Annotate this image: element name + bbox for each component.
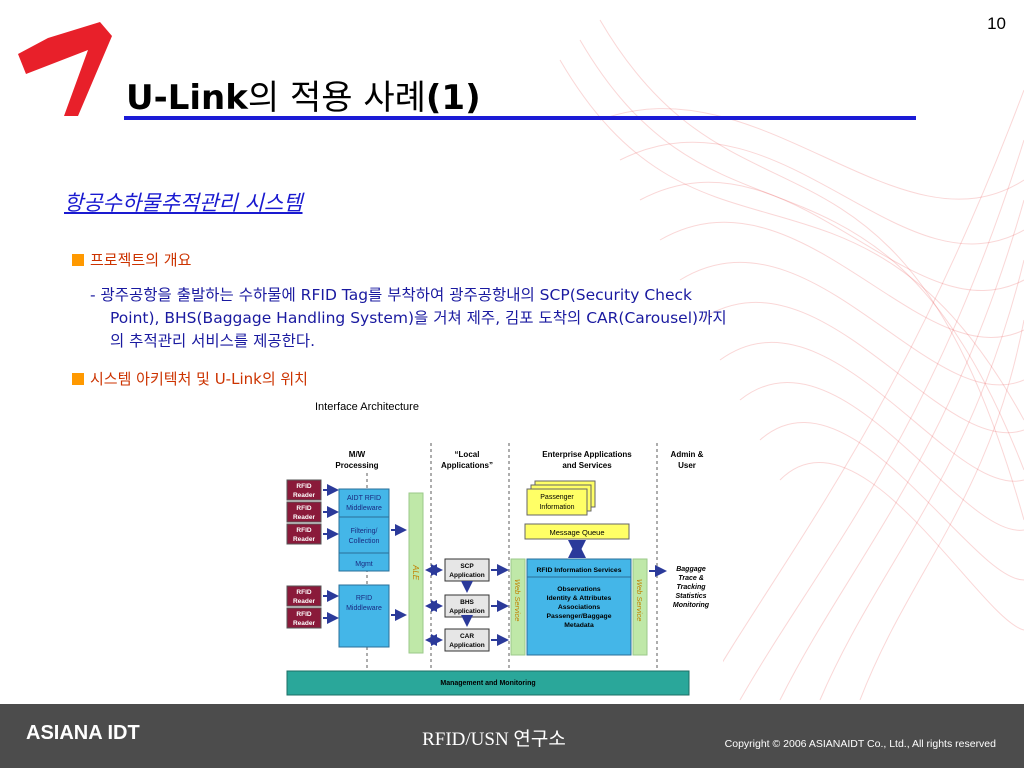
rfid-reader-3 <box>286 523 322 545</box>
rfid-reader-group: RFID Reader RFID Reader RFID Reader RFID… <box>286 479 322 629</box>
rfid-reader-1 <box>286 479 322 501</box>
bhs-l1: BHS <box>460 599 474 606</box>
scp-l2: Application <box>449 572 484 579</box>
diagram-title: Interface Architecture <box>315 401 419 413</box>
baggage-l2: Trace & <box>678 575 704 582</box>
ale-label: ALE <box>411 564 420 581</box>
bhs-l2: Application <box>449 608 484 615</box>
reader-5-l1: RFID <box>296 611 311 618</box>
col-local-2: Applications” <box>441 461 493 470</box>
footer-bar: ASIANA IDT RFID/USN 연구소 Copyright © 2006… <box>0 704 1024 768</box>
management-monitoring-bar <box>286 670 690 696</box>
reader-5-l2: Reader <box>293 620 316 627</box>
col-ent-2: and Services <box>562 461 612 470</box>
passenger-l1: Passenger <box>540 494 574 501</box>
rfid-mw-l1: RFID <box>356 595 372 602</box>
baggage-l4: Statistics <box>675 593 706 600</box>
ris-title: RFID Information Services <box>537 567 622 574</box>
ris-body-1: Observations <box>557 586 601 593</box>
title-prefix: U-Link <box>126 78 248 118</box>
web-service-left-label: Web Service <box>513 579 522 621</box>
desc-line-3: 의 추적관리 서비스를 제공한다. <box>110 332 316 350</box>
message-queue-label: Message Queue <box>549 528 604 537</box>
car-l2: Application <box>449 642 484 649</box>
overview-description: - 광주공항을 출발하는 수하물에 RFID Tag를 부착하여 광주공항내의 … <box>90 284 910 353</box>
col-admin-2: User <box>678 461 696 470</box>
desc-line-1: - 광주공항을 출발하는 수하물에 RFID Tag를 부착하여 광주공항내의 … <box>90 286 692 304</box>
bullet-architecture-label: 시스템 아키텍처 및 U-Link의 위치 <box>90 370 308 388</box>
aidt-mw-l1: AIDT RFID <box>347 495 381 502</box>
reader-3-l2: Reader <box>293 536 316 543</box>
reader-1-l1: RFID <box>296 483 311 490</box>
rfid-reader-2 <box>286 501 322 523</box>
footer-brand: ASIANA IDT <box>26 722 140 744</box>
message-queue-box <box>524 523 630 540</box>
rfid-middleware-box <box>338 584 390 648</box>
ris-body-5: Metadata <box>564 622 594 629</box>
col-local-1: “Local <box>455 450 480 459</box>
passenger-information-box <box>526 488 588 516</box>
filtering-l1: Filtering/ <box>351 528 378 535</box>
reader-4-l2: Reader <box>293 598 316 605</box>
car-l1: CAR <box>460 633 474 640</box>
title-suffix: (1) <box>425 78 481 118</box>
architecture-svg: Interface Architecture M/W Processing “L… <box>286 401 710 696</box>
footer-copyright: Copyright © 2006 ASIANAIDT Co., Ltd., Al… <box>724 738 996 750</box>
ris-body-2: Identity & Attributes <box>547 595 612 602</box>
bullet-overview-label: 프로젝트의 개요 <box>90 251 192 269</box>
web-service-bar-right <box>632 558 648 656</box>
baggage-l3: Tracking <box>676 584 706 591</box>
reader-3-l1: RFID <box>296 527 311 534</box>
rfid-reader-4 <box>286 585 322 607</box>
company-logo <box>18 22 112 116</box>
web-service-bar-left <box>510 558 526 656</box>
ris-body-3: Associations <box>558 604 601 611</box>
aidt-mw-l2: Middleware <box>346 505 382 512</box>
title-middle: 의 적용 사례 <box>247 78 426 118</box>
reader-2-l2: Reader <box>293 514 316 521</box>
management-label: Management and Monitoring <box>440 680 535 687</box>
rfid-information-services-box <box>526 558 632 656</box>
col-mw-1: M/W <box>349 450 366 459</box>
col-admin-1: Admin & <box>671 450 704 459</box>
bullet-square-icon <box>72 254 84 266</box>
bullet-square-icon <box>72 373 84 385</box>
footer-center-text: RFID/USN 연구소 <box>422 729 566 750</box>
car-application-box <box>444 628 490 652</box>
baggage-l5: Monitoring <box>673 602 710 609</box>
reader-1-l2: Reader <box>293 492 316 499</box>
scp-l1: SCP <box>460 563 474 570</box>
page-number: 10 <box>987 14 1006 33</box>
title-underline <box>124 116 916 120</box>
architecture-diagram: Interface Architecture M/W Processing “L… <box>277 393 723 703</box>
rfid-reader-5 <box>286 607 322 629</box>
aidt-middleware-box <box>338 488 390 572</box>
ris-body-4: Passenger/Baggage <box>547 613 612 620</box>
reader-4-l1: RFID <box>296 589 311 596</box>
col-mw-2: Processing <box>335 461 378 470</box>
section-subtitle: 항공수하물추적관리 시스템 <box>64 191 303 215</box>
col-ent-1: Enterprise Applications <box>542 450 632 459</box>
ale-bar <box>408 492 424 654</box>
bullet-overview: 프로젝트의 개요 <box>72 249 191 270</box>
bullet-architecture: 시스템 아키텍처 및 U-Link의 위치 <box>72 368 308 389</box>
slide-title: U-Link의 적용 사례(1) <box>126 70 481 119</box>
filtering-l2: Collection <box>349 538 380 545</box>
baggage-l1: Baggage <box>676 566 706 573</box>
rfid-mw-l2: Middleware <box>346 605 382 612</box>
desc-line-2: Point), BHS(Baggage Handling System)을 거쳐… <box>110 309 727 327</box>
passenger-l2: Information <box>539 504 574 511</box>
reader-2-l1: RFID <box>296 505 311 512</box>
mgmt-label: Mgmt <box>355 561 373 568</box>
web-service-right-label: Web Service <box>635 579 644 621</box>
